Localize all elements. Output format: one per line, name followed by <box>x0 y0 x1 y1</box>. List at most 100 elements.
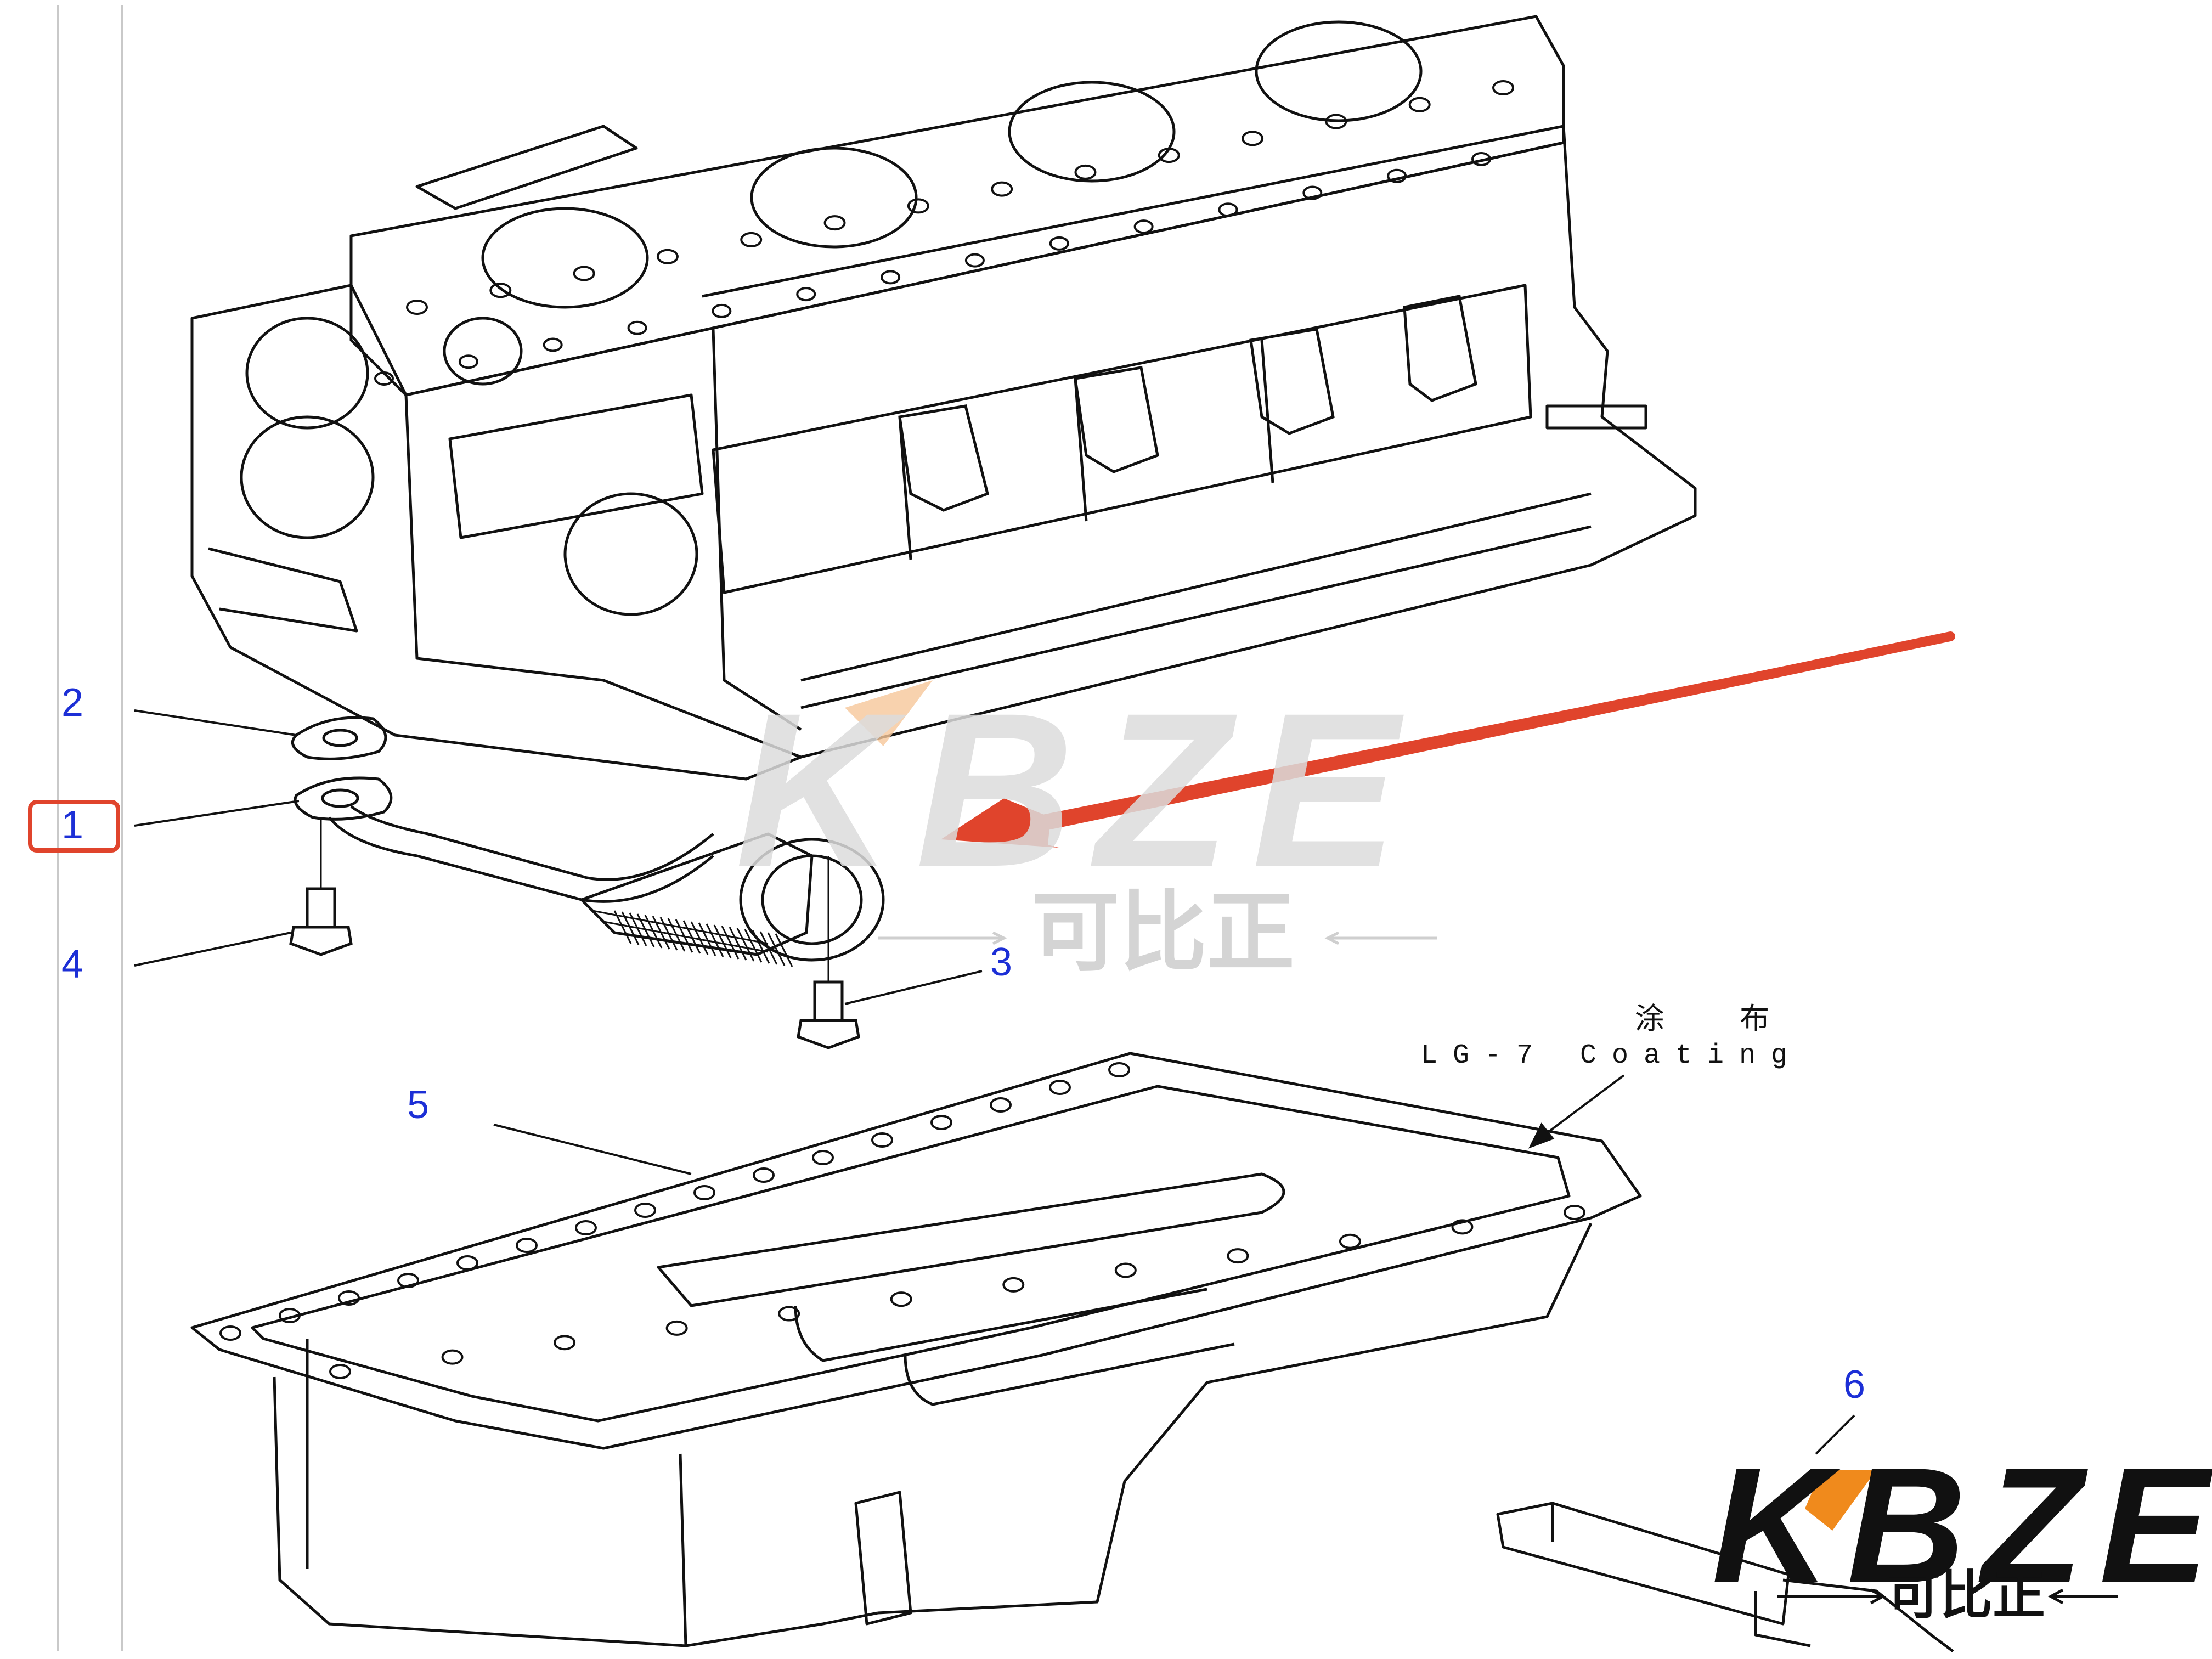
bearing-caps <box>898 295 1477 512</box>
pan-flange-hole <box>575 1220 597 1235</box>
mesh-line <box>629 912 647 946</box>
pan-flange-hole <box>1108 1062 1130 1077</box>
pan-flange-hole <box>1114 1262 1137 1278</box>
mesh-line <box>682 920 701 954</box>
pan-flange-hole <box>1002 1277 1025 1293</box>
margin-rules <box>57 5 123 1651</box>
watermark-brand: KBZE <box>735 667 1420 912</box>
front-bores <box>240 317 698 616</box>
pan-flange-hole <box>634 1203 656 1218</box>
pan-flange-holes <box>219 1062 1585 1379</box>
deck-bolt-hole <box>796 287 816 302</box>
mesh-line <box>744 929 763 963</box>
gasket-part <box>291 716 387 760</box>
mesh-line <box>690 921 709 955</box>
callout-2: 2 <box>61 681 84 725</box>
pan-flange-hole <box>1049 1080 1071 1095</box>
deck-bolt-hole <box>1492 80 1514 95</box>
mesh-line <box>706 923 724 957</box>
pan-flange-hole <box>397 1273 419 1288</box>
bolt-4-part <box>289 817 353 956</box>
coating-note-english: LG-7 Coating <box>1421 1040 1803 1071</box>
pan-flange-hole <box>441 1349 464 1365</box>
deck-bolt-hole <box>656 249 679 264</box>
pan-flange-hole <box>219 1325 241 1341</box>
watermark-arrows <box>878 931 1437 945</box>
deck-bolt-hole <box>406 300 428 315</box>
callout-3: 3 <box>990 940 1013 984</box>
pan-flange-hole <box>1564 1205 1585 1220</box>
deck-bolt-hole <box>374 371 394 386</box>
pan-flange-hole <box>338 1290 360 1306</box>
logo-orange-accent-icon <box>1805 1470 1876 1531</box>
highlight-box <box>28 800 120 853</box>
mesh-line <box>675 919 693 953</box>
deck-bolt-hole <box>964 253 985 268</box>
logo-brand: KBZE <box>1712 1433 2212 1617</box>
deck-bolt-hole <box>458 354 478 369</box>
deck-bolt-hole <box>881 270 901 285</box>
deck-bolt-hole <box>823 215 846 231</box>
deck-bolt-hole <box>627 320 647 335</box>
mesh-line <box>698 922 716 956</box>
highlight-arrow <box>941 631 1955 848</box>
pan-flange-hole <box>930 1115 952 1130</box>
pan-flange-hole <box>279 1308 301 1323</box>
deck-bolt-hole <box>1218 202 1238 217</box>
pan-flange-hole <box>990 1097 1012 1113</box>
mesh-line <box>752 930 770 964</box>
logo-subtitle: 可比正 <box>1887 1565 2045 1626</box>
deck-bolt-hole <box>573 266 595 281</box>
mesh-line <box>659 917 678 951</box>
pan-flange-hole <box>693 1185 715 1200</box>
coating-note-chinese: 涂 布 <box>1635 1001 1803 1036</box>
deck-bolt-hole <box>489 283 512 298</box>
pan-flange-hole <box>516 1238 538 1253</box>
deck-bolt-hole <box>1325 114 1347 129</box>
mesh-line <box>775 933 793 967</box>
watermark-orange-accent-icon <box>845 680 933 746</box>
deck-bolt-hole <box>1049 236 1069 251</box>
mesh-line <box>652 916 670 950</box>
deck-bolt-hole <box>1242 131 1264 146</box>
mesh-line <box>644 915 663 949</box>
deck-bolt-hole <box>907 198 929 214</box>
deck-bolt-hole <box>1302 185 1323 200</box>
callout-6: 6 <box>1843 1363 1866 1407</box>
mesh-line <box>729 927 747 961</box>
bolt-3-part <box>797 856 860 1049</box>
watermark-subtitle: 可比正 <box>1031 881 1295 984</box>
deck-bolt-hole <box>1387 168 1407 183</box>
deck-bolt-hole <box>991 181 1013 197</box>
callout-4: 4 <box>61 943 84 986</box>
deck-bolt-hole <box>1408 97 1431 112</box>
pan-flange-hole <box>753 1167 775 1183</box>
logo-arrows <box>1778 1588 2118 1605</box>
dipstick-part <box>1496 1502 1954 1652</box>
deck-holes <box>374 80 1514 386</box>
mesh-line <box>613 910 632 944</box>
mesh-line <box>759 931 778 965</box>
pan-flange-hole <box>812 1150 834 1165</box>
cylinder-bores <box>481 20 1423 309</box>
pan-flange-hole <box>890 1291 912 1307</box>
deck-bolt-hole <box>1133 219 1154 234</box>
mesh-line <box>721 926 740 960</box>
deck-bolt-hole <box>1074 164 1097 180</box>
suction-pipe-part <box>294 776 885 962</box>
pan-flange-hole <box>456 1255 478 1271</box>
pan-flange-hole <box>1339 1233 1361 1249</box>
mesh-line <box>713 924 732 958</box>
strainer-mesh <box>613 910 793 967</box>
mesh-line <box>736 928 755 962</box>
oil-pan-part <box>190 1052 1642 1647</box>
mesh-line <box>636 913 655 947</box>
deck-bolt-hole <box>1471 152 1491 166</box>
pan-flange-hole <box>554 1335 576 1351</box>
deck-bolt-hole <box>740 232 763 247</box>
mesh-line <box>667 918 686 952</box>
callout-1[interactable]: 1 <box>61 803 84 847</box>
deck-bolt-hole <box>543 337 563 352</box>
deck-bolt-hole <box>712 303 732 318</box>
